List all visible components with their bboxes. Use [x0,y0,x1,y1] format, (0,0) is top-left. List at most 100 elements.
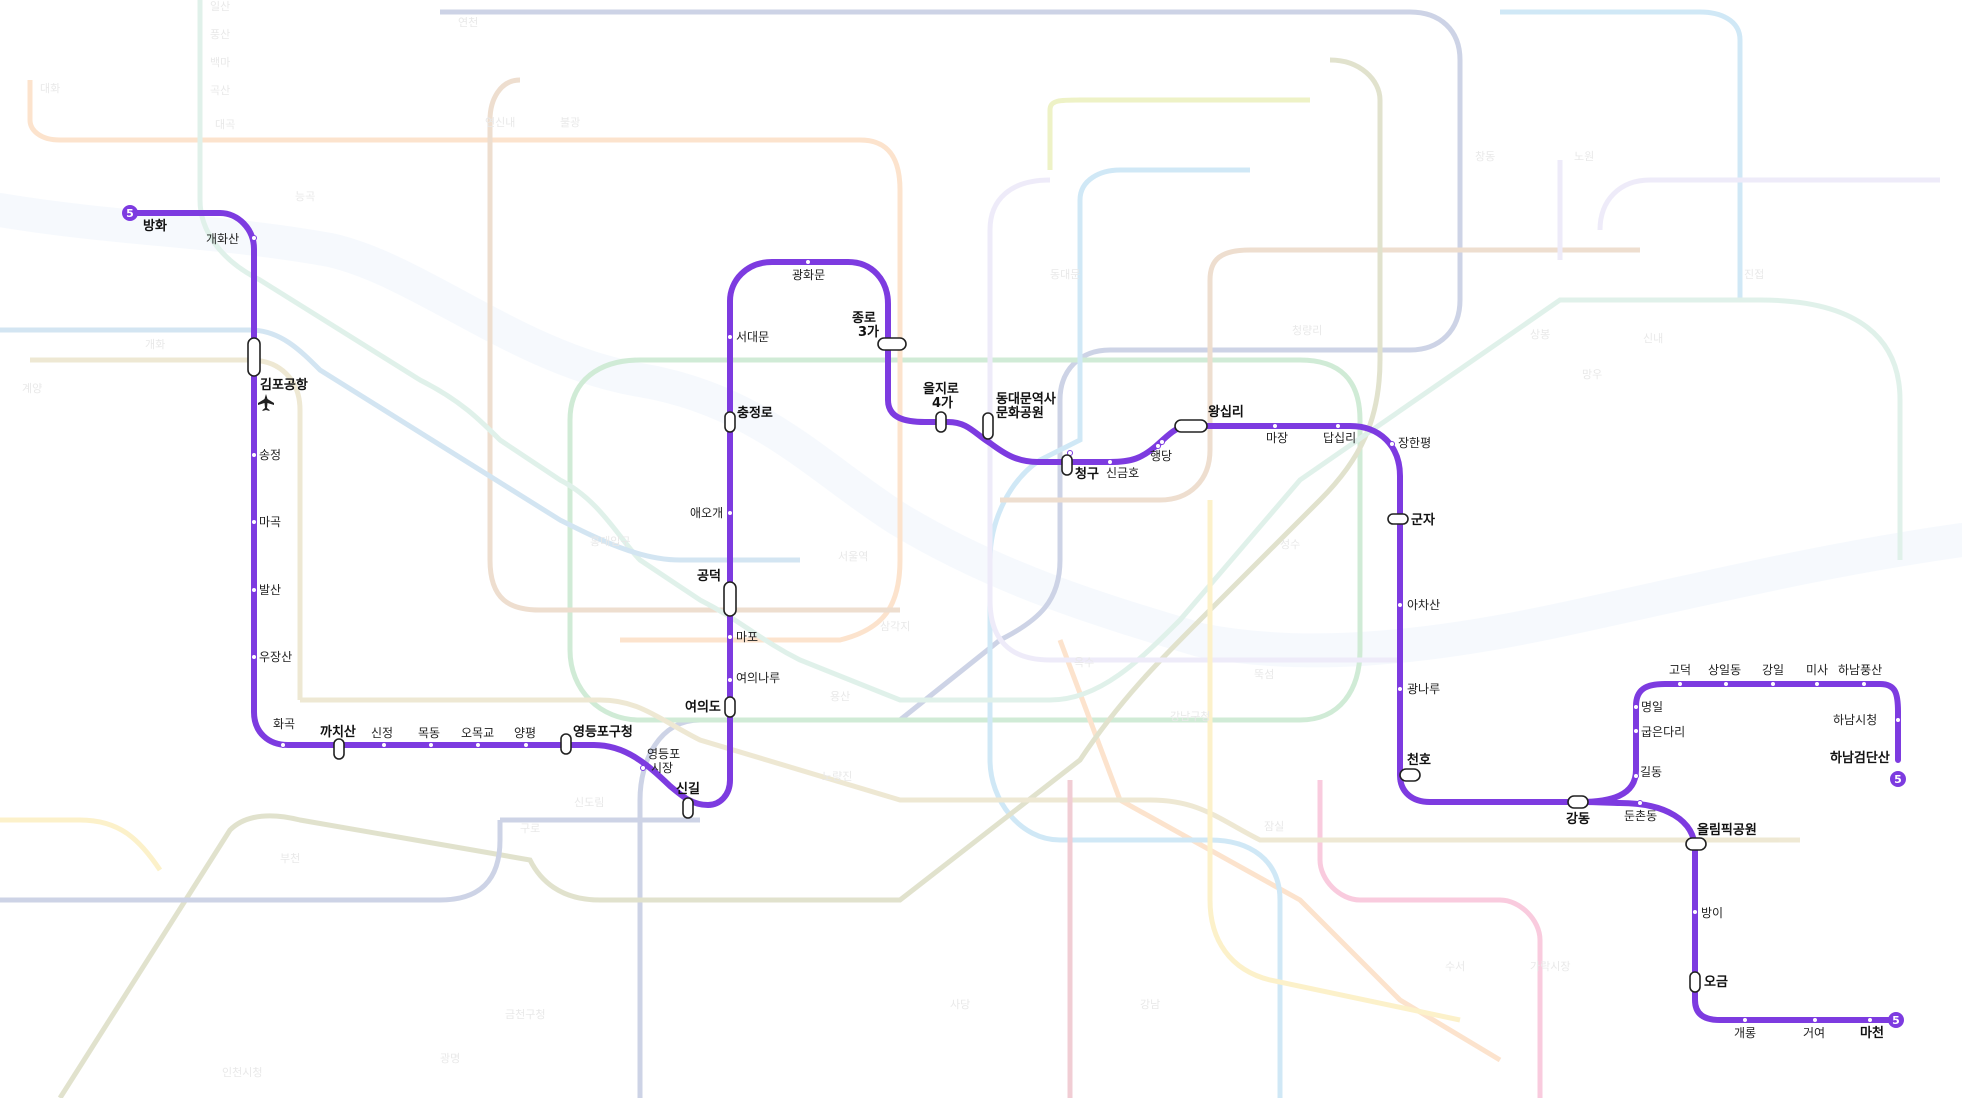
transfer-gimpo-airport[interactable] [247,337,261,377]
station-gangdong[interactable]: 강동 [1566,811,1590,827]
transfer-singil[interactable] [682,797,694,819]
station-chungjeongno[interactable]: 충정로 [737,405,773,421]
bg-label-noryangjin: 노량진 [822,770,852,783]
bg-line-uisinseol [1047,97,1310,170]
transfer-jongno3ga[interactable] [877,337,907,351]
transfer-yeongdeungpo-gu[interactable] [560,733,572,755]
svg-text:5: 5 [1892,1014,1900,1027]
transfer-wangsimni[interactable] [1174,419,1208,433]
bg-label-gyeyang: 계양 [22,382,42,395]
line-5-badge: 5 [122,205,138,221]
station-janghanpyeong[interactable]: 장한평 [1398,436,1431,450]
bg-line-9 [30,357,1800,843]
station-gaerong[interactable]: 개롱 [1734,1026,1756,1040]
station-yeongdeungpo-market[interactable]: 영등포 [647,747,680,761]
station-cheonggu[interactable]: 청구 [1075,466,1099,482]
bg-label-pungsan: 풍산 [210,28,230,41]
station-gangil[interactable]: 강일 [1762,663,1784,677]
bg-label-hongik: 홍대입구 [590,534,630,548]
station-misa[interactable]: 미사 [1806,663,1828,677]
station-bangi[interactable]: 방이 [1701,906,1723,920]
station-godeok[interactable]: 고덕 [1669,663,1691,677]
bg-label-baengma: 백마 [210,56,230,69]
station-jongno3ga[interactable]: 종로 [852,311,876,326]
station-ogeum[interactable]: 오금 [1704,975,1728,990]
station-mapo[interactable]: 마포 [736,630,758,644]
station-gunja[interactable]: 군자 [1411,513,1435,528]
transfer-stations [247,337,1707,993]
station-jongno3ga-line2: 3가 [858,325,879,340]
transfer-ogeum[interactable] [1689,971,1701,993]
station-balsan[interactable]: 발산 [259,583,281,597]
station-gildong[interactable]: 길동 [1640,765,1662,779]
station-achasan[interactable]: 아차산 [1407,598,1440,612]
station-omokgyo[interactable]: 오목교 [461,726,494,740]
station-majang[interactable]: 마장 [1266,431,1288,445]
station-euljiro4ga-line2: 4가 [932,396,953,411]
station-singeumho[interactable]: 신금호 [1106,466,1139,480]
station-euljiro4ga[interactable]: 을지로 [923,381,959,397]
transfer-kkachisan[interactable] [333,738,345,760]
station-gaehwasan[interactable]: 개화산 [206,232,239,246]
station-seodaemun[interactable]: 서대문 [736,330,769,344]
transfer-gongdeok[interactable] [723,581,737,617]
transfer-cheonho[interactable] [1399,768,1421,782]
transfer-euljiro4ga[interactable] [935,411,947,433]
station-geoyeo[interactable]: 거여 [1803,1026,1825,1040]
bg-line-lavender [987,160,1940,663]
station-magok[interactable]: 마곡 [259,515,281,529]
station-banghwa[interactable]: 방화 [143,218,167,234]
station-singil[interactable]: 신길 [676,782,700,797]
bg-line-airport [0,327,800,563]
bg-line-1-west [0,817,700,903]
bg-label-yeonsinnae: 연신내 [485,116,515,129]
station-hanampungsan[interactable]: 하남풍산 [1838,663,1882,677]
station-olympic-park[interactable]: 올림픽공원 [1697,822,1757,838]
station-ddp[interactable]: 동대문역사 [996,391,1056,407]
line-5-hanam-branch [1577,681,1901,805]
station-sangildong[interactable]: 상일동 [1708,663,1741,677]
station-mokdong[interactable]: 목동 [418,726,440,740]
station-haengdang[interactable]: 행당 [1150,448,1172,463]
station-gwanghwamun[interactable]: 광화문 [792,268,825,282]
station-ujangsan[interactable]: 우장산 [259,650,292,664]
station-yeongdeungpo-gu[interactable]: 영등포구청 [573,724,633,740]
station-yeouinaru[interactable]: 여의나루 [736,671,780,685]
station-sinjeong[interactable]: 신정 [371,726,393,740]
station-yangpyeong[interactable]: 양평 [514,726,536,740]
station-yeouido[interactable]: 여의도 [685,699,721,715]
station-dapsimni[interactable]: 답십리 [1323,431,1356,445]
station-hanam-city-hall[interactable]: 하남시청 [1833,713,1877,727]
airplane-icon [258,394,274,411]
transfer-gangdong[interactable] [1567,795,1589,809]
bg-label-ttukseom: 뚝섬 [1254,668,1274,681]
station-gubeundari[interactable]: 굽은다리 [1641,725,1685,739]
bg-label-daegok: 대곡 [215,118,235,131]
bg-label-sindorim: 신도림 [574,796,604,809]
transfer-chungjeongno[interactable] [724,411,736,433]
station-gongdeok[interactable]: 공덕 [697,568,721,584]
station-aeogae[interactable]: 애오개 [690,506,723,520]
station-gwangnaru[interactable]: 광나루 [1407,682,1440,696]
station-wangsimni[interactable]: 왕십리 [1208,404,1244,420]
han-river [0,193,1962,668]
station-hwagok[interactable]: 화곡 [273,717,295,731]
transfer-olympic-park[interactable] [1685,837,1707,851]
bg-label-sadang: 사당 [950,998,970,1011]
station-cheonho[interactable]: 천호 [1407,753,1431,768]
station-macheon[interactable]: 마천 [1860,1025,1884,1041]
transfer-cheonggu[interactable] [1061,454,1073,476]
station-gimpo-airport[interactable]: 김포공항 [260,377,308,393]
station-dunchon[interactable]: 둔촌동 [1624,809,1657,823]
transfer-gunja[interactable] [1387,513,1409,525]
bg-label-incheon-city-hall: 인천시청 [222,1065,262,1079]
station-hanam-geomdansan[interactable]: 하남검단산 [1830,750,1890,766]
transfer-yeouido[interactable] [724,696,736,718]
station-kkachisan[interactable]: 까치산 [320,724,356,740]
bg-label-changdong: 창동 [1475,150,1495,163]
line-5-badge: 5 [1888,1012,1904,1028]
transfer-ddp[interactable] [982,412,994,440]
bg-line-4 [987,9,1743,1098]
station-songjeong[interactable]: 송정 [259,448,281,462]
station-myeongil[interactable]: 명일 [1641,700,1663,714]
